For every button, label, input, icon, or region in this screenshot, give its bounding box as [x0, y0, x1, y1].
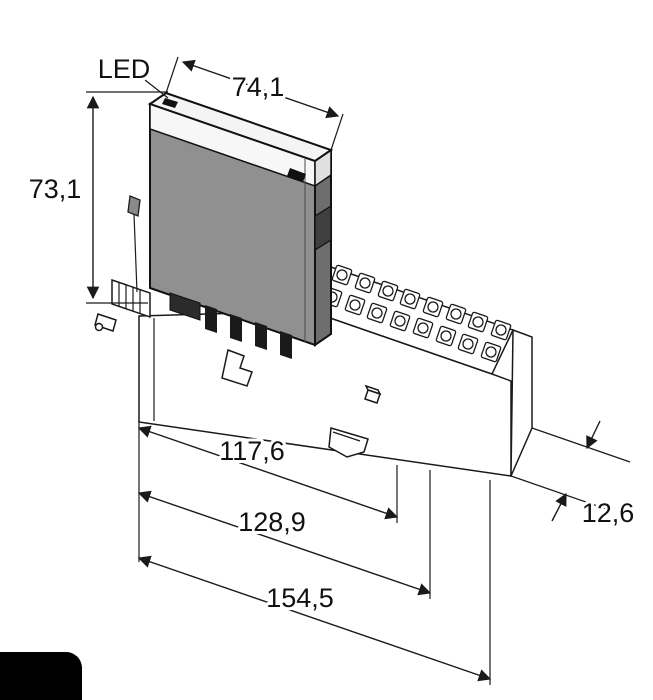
- module-release-latch: [314, 204, 332, 252]
- base-right-end-face: [510, 328, 533, 477]
- brand-logo: [0, 652, 82, 700]
- dim-line-length-total: [137, 555, 492, 682]
- ext-line: [165, 56, 179, 94]
- dim-arrow-depth-lower: [551, 492, 567, 522]
- led-callout-line: [144, 79, 169, 99]
- ext-line: [330, 113, 344, 151]
- dim-arrow-depth-upper: [586, 420, 601, 450]
- module-bottom-connector: [169, 292, 201, 321]
- dim-label-depth: 12,6: [582, 498, 635, 528]
- dim-label-left-height: 73,1: [29, 174, 82, 204]
- led-label: LED: [98, 54, 151, 84]
- base-release-lever: [221, 348, 253, 387]
- base-square-hole: [364, 389, 381, 404]
- module-left-edge-line: [133, 213, 138, 293]
- module-contact-pin: [280, 331, 292, 359]
- dim-label-length-inner: 117,6: [219, 436, 285, 466]
- dim-label-length-mid: 128,9: [238, 507, 306, 537]
- base-guide-pin-tip: [94, 322, 104, 332]
- dim-label-length-total: 154,5: [266, 583, 334, 613]
- module-contact-pin: [205, 305, 217, 333]
- status-window-icon: [287, 168, 306, 182]
- dim-line-top-width: [181, 59, 340, 119]
- dim-label-top-width: 74,1: [232, 72, 285, 102]
- module-contact-pin: [230, 314, 242, 342]
- module-left-clip: [127, 195, 141, 217]
- bus-connector-block: [111, 278, 151, 319]
- module-contact-pin: [255, 322, 267, 350]
- ext-line: [531, 427, 631, 463]
- dimension-annotations: LED 74,1 73,1 117,6 128,9 154,5 12,6: [26, 51, 637, 685]
- led-window-icon: [162, 98, 178, 108]
